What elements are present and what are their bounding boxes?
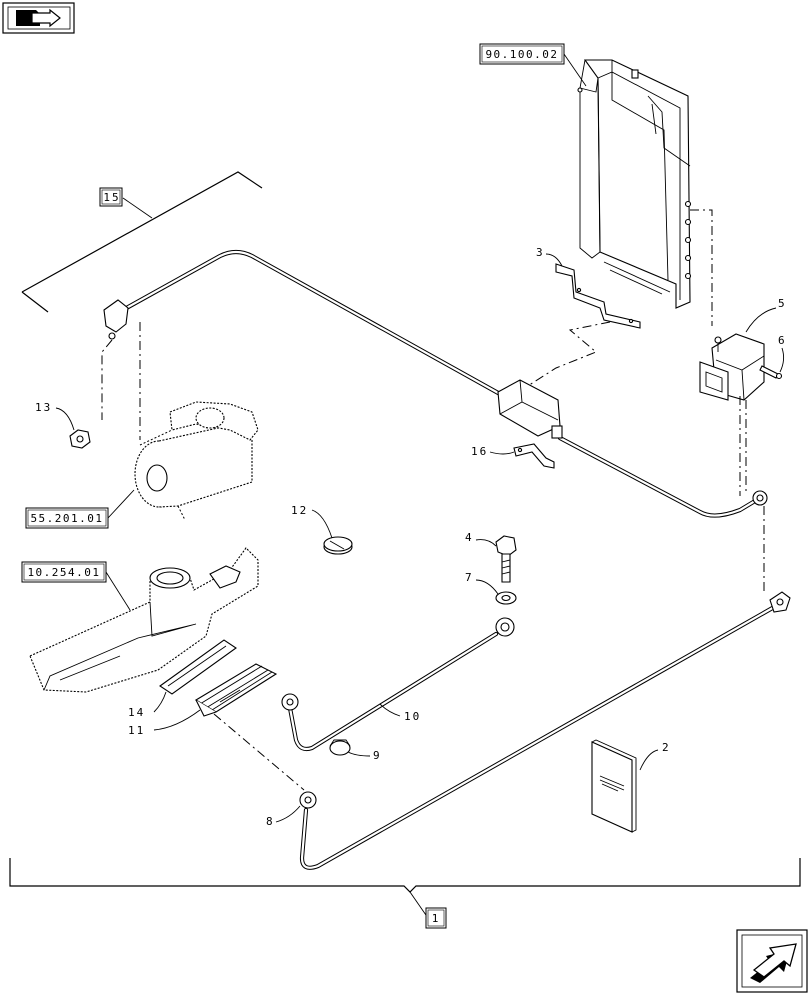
callout-16-label: 16: [471, 445, 488, 458]
callout-14-label: 14: [128, 706, 145, 719]
plane-15: [21, 171, 263, 313]
callout-10-label: 10: [404, 710, 421, 723]
ref-frame-90-100-02[interactable]: 90.100.02: [479, 43, 587, 87]
bolt-4: [495, 535, 517, 583]
book-arrow-icon[interactable]: [2, 2, 75, 34]
callout-16[interactable]: 16: [471, 445, 515, 458]
ref-manifold-label: 10.254.01: [27, 566, 100, 579]
callout-4-label: 4: [465, 531, 474, 544]
heater-cable-10: [281, 617, 515, 752]
callout-7[interactable]: 7: [465, 571, 499, 595]
callout-12-label: 12: [291, 504, 308, 517]
assembly-bracket: [9, 858, 801, 919]
callout-9[interactable]: 9: [347, 749, 382, 762]
callout-7-label: 7: [465, 571, 474, 584]
callout-1[interactable]: 1: [425, 907, 447, 929]
callout-13-label: 13: [35, 401, 52, 414]
next-page-arrow-icon[interactable]: [736, 929, 808, 993]
instruction-manual-2: [591, 739, 637, 833]
callout-9-label: 9: [373, 749, 382, 762]
ref-frame-label: 90.100.02: [485, 48, 558, 61]
ref-starter-label: 55.201.01: [30, 512, 103, 525]
washer-7: [495, 591, 517, 605]
relay-box-5: [699, 333, 783, 401]
callout-12[interactable]: 12: [291, 504, 333, 539]
ref-manifold-10-254-01[interactable]: 10.254.01: [21, 561, 131, 611]
callout-5-label: 5: [778, 297, 787, 310]
callout-3[interactable]: 3: [536, 246, 563, 267]
ground-cable-8: [213, 591, 791, 870]
bracket-3: [511, 263, 641, 397]
callout-1-label: 1: [432, 912, 441, 925]
callout-15-label: 15: [103, 191, 120, 204]
callout-14[interactable]: 14: [128, 691, 167, 719]
heater-element: [159, 639, 278, 717]
callout-15[interactable]: 15: [99, 187, 123, 207]
intake-manifold: [29, 547, 259, 693]
callout-6-label: 6: [778, 334, 787, 347]
callout-11[interactable]: 11: [128, 709, 201, 737]
callout-2[interactable]: 2: [639, 741, 671, 771]
callout-6[interactable]: 6: [778, 334, 787, 373]
starter-relay-harness: [101, 249, 768, 594]
callout-10[interactable]: 10: [379, 703, 421, 723]
nut-13: [69, 429, 91, 449]
callout-8-label: 8: [266, 815, 275, 828]
callout-8[interactable]: 8: [266, 805, 301, 828]
callout-4[interactable]: 4: [465, 531, 497, 547]
callout-11-label: 11: [128, 724, 145, 737]
callout-5[interactable]: 5: [745, 297, 787, 333]
callout-2-label: 2: [662, 741, 671, 754]
callout-13[interactable]: 13: [35, 401, 75, 431]
radiator-frame: [577, 59, 713, 326]
starter-motor: [134, 401, 259, 521]
callout-3-label: 3: [536, 246, 545, 259]
ref-starter-55-201-01[interactable]: 55.201.01: [25, 489, 135, 529]
hose-clamp-12: [323, 536, 353, 555]
terminal-cap-9: [329, 739, 351, 756]
cable-clip-16: [513, 443, 555, 469]
